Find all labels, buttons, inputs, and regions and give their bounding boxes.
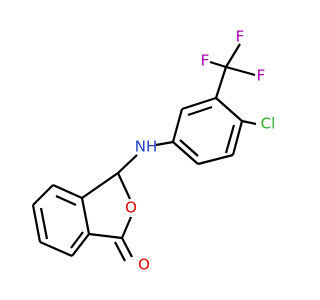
bond-ar-2-inner <box>224 124 236 154</box>
bond-ar-n <box>155 140 174 147</box>
fluorine-right-label: F <box>257 67 266 85</box>
bond-benzo-5-inner <box>70 231 84 249</box>
ring-oxygen-label: O <box>125 199 137 217</box>
bond-n-ch <box>117 154 138 174</box>
bond-benzo-2 <box>32 184 54 206</box>
molecule-svg: F F F Cl NH O O <box>31 28 275 274</box>
molecule-structure-diagram: F F F Cl NH O O <box>31 28 275 274</box>
fluorine-top-label: F <box>236 28 245 46</box>
bond-ringa-ringb <box>80 197 91 235</box>
carbonyl-oxygen-label: O <box>138 256 150 274</box>
atom-label-layer: F F F Cl NH O O <box>125 28 275 274</box>
bond-ar-cl <box>241 119 257 126</box>
bond-benzo-3-inner <box>39 207 49 240</box>
amine-label: NH <box>135 138 158 156</box>
chlorine-label: Cl <box>261 115 276 133</box>
bond-benzo-3 <box>31 204 42 243</box>
bond-ar-3 <box>197 153 234 166</box>
bond-benzo-4 <box>39 240 73 258</box>
bond-ar-4 <box>172 141 199 165</box>
bond-cf3-ring <box>214 66 228 99</box>
bond-ar-4-inner <box>179 139 199 157</box>
bond-ch-o <box>117 172 131 200</box>
bond-cf3-ftop <box>225 43 241 68</box>
bond-o-co <box>120 216 133 239</box>
bond-carbonyl-1 <box>121 237 133 258</box>
bond-benzo-1 <box>52 183 83 200</box>
bond-ar-6-inner <box>187 105 213 117</box>
bond-ringb-ch <box>81 172 119 199</box>
bond-layer <box>31 43 257 262</box>
bond-ar-5 <box>171 108 184 143</box>
bond-cf3-fleft <box>209 60 227 69</box>
fluorine-left-label: F <box>201 52 210 70</box>
bond-ar-2 <box>231 120 244 156</box>
bond-benzo-1-inner <box>55 194 77 207</box>
bond-co-ringa <box>88 232 123 240</box>
bond-benzo-5 <box>71 233 90 257</box>
bond-ar-1 <box>215 97 243 122</box>
bond-carbonyl-2 <box>114 241 126 262</box>
bond-ar-6 <box>181 96 217 111</box>
bond-cf3-fright <box>225 65 256 77</box>
